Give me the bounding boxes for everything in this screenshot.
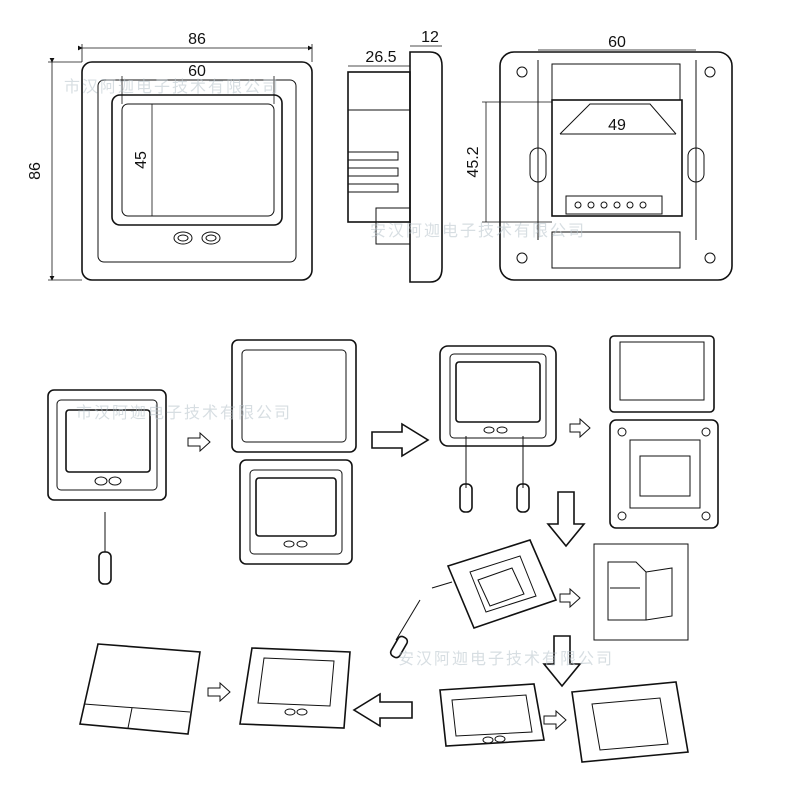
arrow-left-icon — [352, 692, 413, 728]
back-inner-width-label: 49 — [608, 117, 626, 134]
step-attach-panel — [439, 683, 545, 747]
front-width-label: 86 — [188, 31, 206, 48]
step-unit-front — [47, 389, 167, 501]
step-mount-base — [389, 539, 558, 659]
arrow-right-icon — [371, 422, 430, 458]
back-view-drawing — [482, 49, 733, 281]
arrow-right-icon — [187, 431, 211, 453]
back-height-label: 45.2 — [465, 146, 482, 177]
arrow-right-icon — [559, 587, 581, 609]
back-width-label: 60 — [608, 34, 626, 51]
watermark-bottom: 安汉阿迦电子技术有限公司 — [398, 650, 614, 668]
arrow-down-icon — [546, 491, 586, 548]
screen-width-label: 60 — [188, 63, 206, 80]
front-height-label: 86 — [27, 162, 44, 180]
screen-height-label: 45 — [133, 151, 150, 169]
watermark-top-front: 市汉阿迦电子技术有限公司 — [64, 78, 280, 96]
watermark-mid: 市汉阿迦电子技术有限公司 — [76, 404, 292, 422]
step-pry-module — [439, 345, 557, 513]
arrow-right-icon — [543, 709, 567, 731]
screwdriver-icon — [98, 512, 112, 585]
arrow-right-icon — [569, 417, 591, 439]
watermark-top-back: 安汉阿迦电子技术有限公司 — [370, 222, 586, 240]
side-depth-label: 26.5 — [365, 49, 396, 66]
step-separate-panel — [609, 335, 719, 529]
front-view-drawing — [48, 44, 313, 281]
step-reassembled-right — [571, 681, 689, 763]
side-view-drawing — [347, 45, 443, 283]
side-thickness-label: 12 — [421, 29, 439, 46]
arrow-right-icon — [207, 681, 231, 703]
step-panel-on-base — [239, 647, 351, 729]
detail-clip-drawing — [593, 543, 689, 641]
arrow-down-icon — [542, 635, 582, 688]
step-cover-removed — [231, 339, 357, 565]
step-cover-snapped — [79, 643, 201, 735]
